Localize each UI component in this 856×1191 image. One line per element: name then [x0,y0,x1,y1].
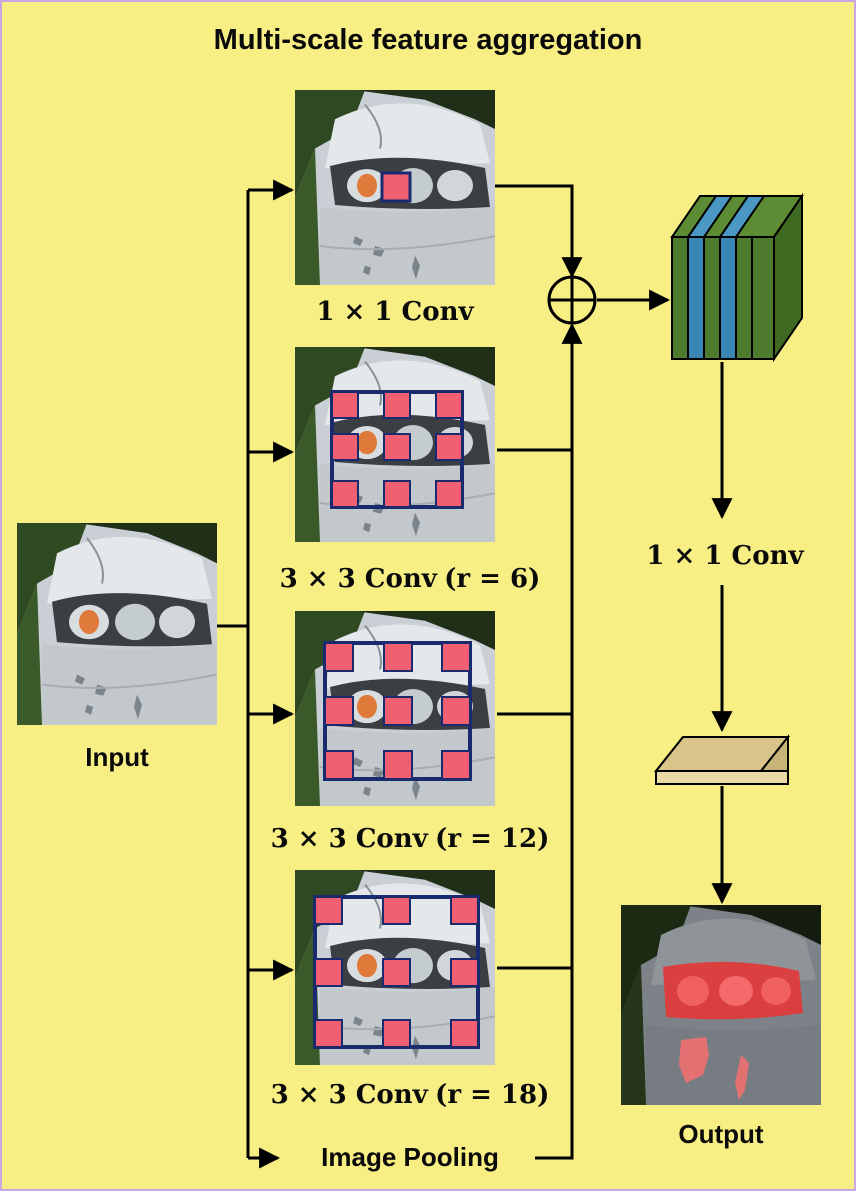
input-image [15,521,219,727]
image-pooling-label: Image Pooling [321,1142,499,1172]
branch-rate-4: (r = 18) [435,1080,550,1110]
input-fanout-lines [217,179,295,1169]
input-label: Input [85,742,149,772]
branch-label-4: 3 × 3 Conv (r = 18) [210,1079,610,1110]
branch-label-2: 3 × 3 Conv (r = 6) [220,563,600,594]
branch-op-1: 1 × 1 Conv [316,297,474,327]
output-image [621,905,821,1105]
thin-block-icon [653,734,791,785]
branch-image-3 [294,610,496,807]
branch-image-2 [294,346,496,543]
branch-rate-2: (r = 6) [444,564,541,594]
merge-lines [495,184,671,1160]
diagram-title: Multi-scale feature aggregation [213,24,643,56]
feature-block-icon [670,192,804,363]
post-conv-op: 1 × 1 Conv [646,541,804,571]
branch-op-2: 3 × 3 Conv [279,564,437,594]
sum-node-icon [547,275,597,325]
kernel-1x1 [380,171,412,203]
branch-image-1 [294,89,496,286]
branch-rate-3: (r = 12) [435,824,550,854]
branch-image-4 [294,869,496,1066]
post-conv-label: 1 × 1 Conv [610,540,840,571]
branch-op-3: 3 × 3 Conv [270,824,428,854]
branch-label-1: 1 × 1 Conv [245,296,545,327]
branch-label-3: 3 × 3 Conv (r = 12) [210,823,610,854]
branch-op-4: 3 × 3 Conv [270,1080,428,1110]
output-label: Output [678,1119,764,1149]
